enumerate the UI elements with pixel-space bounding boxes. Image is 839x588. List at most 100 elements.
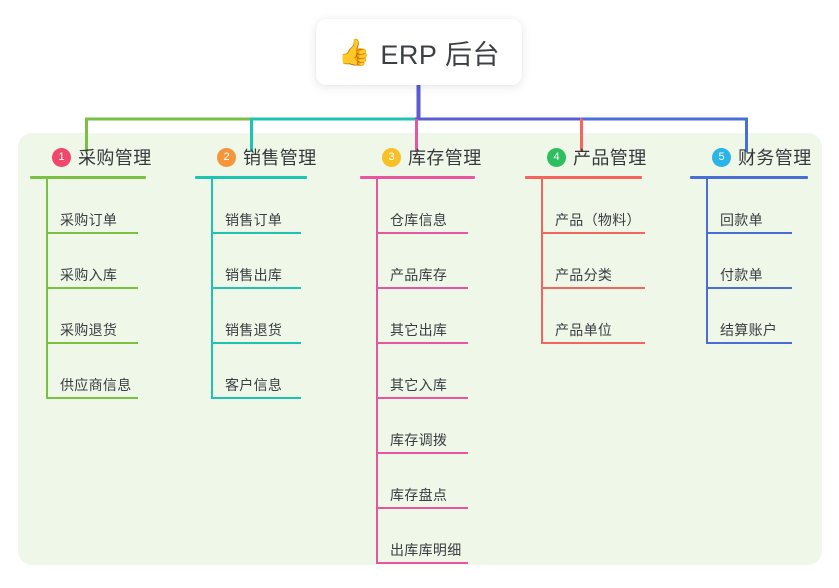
branch-spine-1 <box>46 179 48 399</box>
page-title: ERP 后台 <box>380 39 500 70</box>
leaf-item-label: 采购订单 <box>60 212 118 228</box>
leaf-item-underline <box>46 232 138 234</box>
leaf-item[interactable]: 产品（物料） <box>525 179 700 234</box>
diagram-panel <box>18 133 822 565</box>
branch-title-1: 采购管理 <box>78 148 152 168</box>
branch-items-3: 仓库信息产品库存其它出库其它入库库存调拨库存盘点出库库明细 <box>360 179 530 564</box>
leaf-item-underline <box>46 342 138 344</box>
leaf-item-label: 其它出库 <box>390 322 448 338</box>
branch-column-1: 1 采购管理 采购订单采购入库采购退货供应商信息 <box>30 144 190 399</box>
leaf-item[interactable]: 产品单位 <box>525 289 700 344</box>
branch-items-1: 采购订单采购入库采购退货供应商信息 <box>30 179 190 399</box>
leaf-item-label: 付款单 <box>720 267 763 283</box>
branch-spine-5 <box>706 179 708 344</box>
root-node-erp-backend[interactable]: 👍 ERP 后台 <box>316 19 522 85</box>
leaf-item-label: 仓库信息 <box>390 212 448 228</box>
leaf-item-underline <box>376 397 468 399</box>
leaf-item-label: 产品单位 <box>555 322 613 338</box>
leaf-item-underline <box>376 232 468 234</box>
leaf-item-label: 采购入库 <box>60 267 118 283</box>
branch-number-badge-2: 2 <box>217 147 236 167</box>
leaf-item-label: 销售出库 <box>225 267 283 283</box>
leaf-item[interactable]: 供应商信息 <box>30 344 190 399</box>
branch-header-5[interactable]: 5 财务管理 <box>690 144 815 170</box>
leaf-item[interactable]: 回款单 <box>690 179 815 234</box>
leaf-item[interactable]: 其它出库 <box>360 289 530 344</box>
leaf-item[interactable]: 库存盘点 <box>360 454 530 509</box>
leaf-item[interactable]: 销售出库 <box>195 234 355 289</box>
leaf-item[interactable]: 库存调拨 <box>360 399 530 454</box>
leaf-item-underline <box>376 287 468 289</box>
branch-column-3: 3 库存管理 仓库信息产品库存其它出库其它入库库存调拨库存盘点出库库明细 <box>360 144 530 564</box>
leaf-item[interactable]: 销售订单 <box>195 179 355 234</box>
leaf-item-label: 产品分类 <box>555 267 613 283</box>
leaf-item-label: 其它入库 <box>390 377 448 393</box>
leaf-item-underline <box>706 232 792 234</box>
branch-spine-4 <box>541 179 543 344</box>
leaf-item-label: 销售退货 <box>225 322 283 338</box>
branch-underline-5 <box>690 176 808 179</box>
leaf-item[interactable]: 仓库信息 <box>360 179 530 234</box>
branch-title-3: 库存管理 <box>408 148 482 168</box>
branch-underline-3 <box>360 176 475 179</box>
branch-header-2[interactable]: 2 销售管理 <box>195 144 355 170</box>
leaf-item[interactable]: 采购入库 <box>30 234 190 289</box>
branch-header-4[interactable]: 4 产品管理 <box>525 144 700 170</box>
leaf-item-label: 出库库明细 <box>390 542 462 558</box>
leaf-item[interactable]: 销售退货 <box>195 289 355 344</box>
leaf-item[interactable]: 客户信息 <box>195 344 355 399</box>
branch-underline-1 <box>30 176 146 179</box>
leaf-item-underline <box>541 232 645 234</box>
leaf-item-underline <box>541 342 645 344</box>
branch-title-2: 销售管理 <box>243 148 317 168</box>
leaf-item[interactable]: 结算账户 <box>690 289 815 344</box>
branch-header-1[interactable]: 1 采购管理 <box>30 144 190 170</box>
leaf-item[interactable]: 其它入库 <box>360 344 530 399</box>
leaf-item-underline <box>211 397 301 399</box>
leaf-item-underline <box>46 397 138 399</box>
branch-number-badge-5: 5 <box>712 147 731 167</box>
thumbs-up-icon: 👍 <box>338 37 371 67</box>
leaf-item-label: 供应商信息 <box>60 377 132 393</box>
leaf-item[interactable]: 产品库存 <box>360 234 530 289</box>
branch-title-5: 财务管理 <box>738 148 812 168</box>
leaf-item-underline <box>376 507 468 509</box>
branch-items-2: 销售订单销售出库销售退货客户信息 <box>195 179 355 399</box>
leaf-item-label: 库存调拨 <box>390 432 448 448</box>
branch-spine-3 <box>376 179 378 564</box>
leaf-item[interactable]: 付款单 <box>690 234 815 289</box>
leaf-item-label: 产品（物料） <box>555 212 641 228</box>
leaf-item[interactable]: 出库库明细 <box>360 509 530 564</box>
leaf-item-underline <box>211 232 301 234</box>
branch-title-4: 产品管理 <box>573 148 647 168</box>
leaf-item-underline <box>211 342 301 344</box>
branch-items-4: 产品（物料） 产品分类产品单位 <box>525 179 700 344</box>
leaf-item-label: 客户信息 <box>225 377 283 393</box>
leaf-item-underline <box>376 562 468 564</box>
leaf-item-underline <box>46 287 138 289</box>
leaf-item-label: 产品库存 <box>390 267 448 283</box>
leaf-item-label: 采购退货 <box>60 322 118 338</box>
leaf-item-underline <box>376 342 468 344</box>
leaf-item-underline <box>376 452 468 454</box>
branch-number-badge-1: 1 <box>52 147 71 167</box>
branch-number-badge-3: 3 <box>382 147 401 167</box>
branch-underline-4 <box>525 176 642 179</box>
leaf-item-label: 库存盘点 <box>390 487 448 503</box>
branch-header-3[interactable]: 3 库存管理 <box>360 144 530 170</box>
leaf-item-label: 销售订单 <box>225 212 283 228</box>
leaf-item-underline <box>706 342 792 344</box>
leaf-item-label: 回款单 <box>720 212 763 228</box>
leaf-item-label: 结算账户 <box>720 322 778 338</box>
leaf-item[interactable]: 采购订单 <box>30 179 190 234</box>
leaf-item-underline <box>211 287 301 289</box>
leaf-item[interactable]: 产品分类 <box>525 234 700 289</box>
branch-number-badge-4: 4 <box>547 147 566 167</box>
branch-column-2: 2 销售管理 销售订单销售出库销售退货客户信息 <box>195 144 355 399</box>
branch-spine-2 <box>211 179 213 399</box>
branch-column-5: 5 财务管理 回款单付款单结算账户 <box>690 144 815 344</box>
branch-column-4: 4 产品管理 产品（物料） 产品分类产品单位 <box>525 144 700 344</box>
leaf-item-underline <box>706 287 792 289</box>
leaf-item[interactable]: 采购退货 <box>30 289 190 344</box>
